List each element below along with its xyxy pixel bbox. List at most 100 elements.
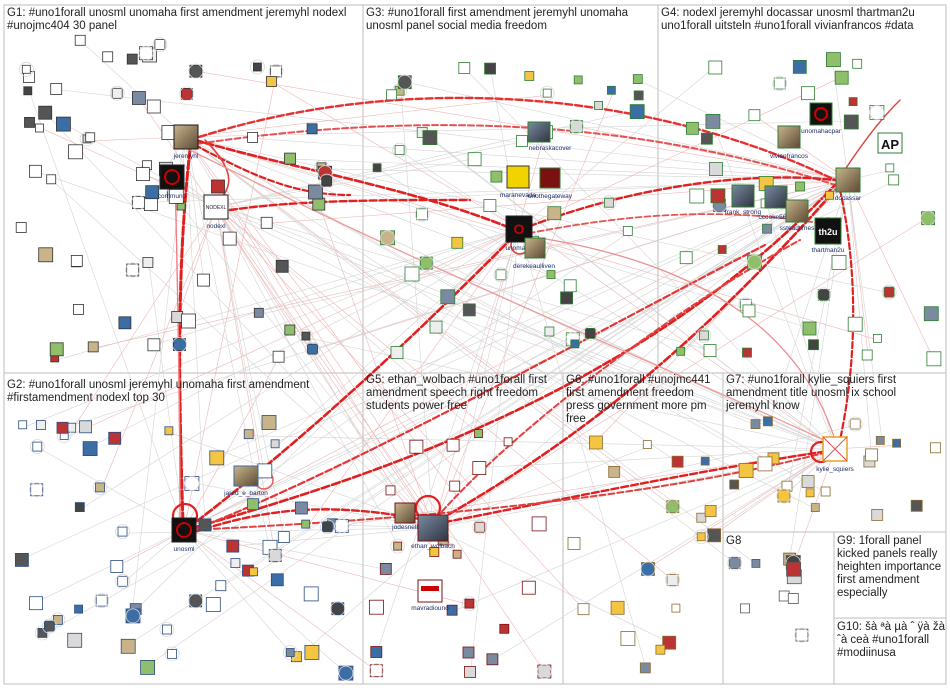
node-communo[interactable]: communo bbox=[158, 164, 187, 200]
node-thartman2u[interactable]: th2u thartman2u bbox=[812, 217, 845, 254]
node-thumbnail bbox=[74, 604, 83, 614]
node-thumbnail bbox=[15, 222, 27, 233]
edge-line bbox=[378, 169, 836, 450]
edge-line bbox=[518, 228, 647, 669]
node-thumbnail bbox=[393, 541, 403, 551]
edge-line bbox=[142, 173, 836, 450]
group-boxes bbox=[3, 4, 947, 685]
node-thumbnail bbox=[270, 573, 284, 587]
node-thumbnail bbox=[773, 77, 786, 90]
node-thumbnail bbox=[277, 531, 290, 543]
node-thumbnail bbox=[589, 435, 603, 450]
node-thumbnail bbox=[451, 236, 464, 249]
node-unomahacpar[interactable]: unomahacpar bbox=[801, 102, 842, 135]
node-thumbnail bbox=[189, 64, 203, 78]
edge-line bbox=[432, 131, 546, 529]
node-thumbnail bbox=[873, 333, 882, 343]
node-thumbnail bbox=[56, 421, 69, 434]
node-thumbnail bbox=[923, 306, 939, 322]
node-thumbnail bbox=[446, 438, 460, 452]
node-thumbnail bbox=[85, 132, 96, 143]
node-thumbnail bbox=[474, 429, 483, 439]
node-kylie-squiers[interactable]: kylie_squiers bbox=[816, 436, 855, 473]
node-thumbnail bbox=[570, 120, 583, 133]
svg-text:O: O bbox=[514, 221, 525, 237]
node-jeremyhl[interactable]: jeremyhl bbox=[173, 124, 199, 160]
node-thumbnail bbox=[484, 62, 497, 75]
node-thumbnail bbox=[704, 505, 717, 517]
node-thumbnail bbox=[486, 653, 499, 666]
node-thumbnail bbox=[108, 431, 122, 445]
node-thumbnail bbox=[172, 338, 186, 352]
edge-line bbox=[62, 179, 849, 429]
node-docassar[interactable]: docassar bbox=[835, 167, 862, 202]
edge-line bbox=[250, 435, 836, 450]
edge-line bbox=[711, 120, 836, 450]
node-loop bbox=[92, 479, 108, 495]
edge-line bbox=[215, 206, 276, 556]
node-loop bbox=[414, 206, 430, 222]
node-ccooke5685[interactable]: ccooke5685 bbox=[758, 185, 794, 221]
node-thumbnail bbox=[120, 638, 136, 654]
node-loop bbox=[640, 561, 656, 577]
edge-line bbox=[215, 206, 400, 549]
svg-text:frank_strong: frank_strong bbox=[725, 209, 762, 216]
svg-text:AP: AP bbox=[881, 137, 899, 152]
edge-line bbox=[185, 94, 550, 138]
node-thumbnail bbox=[742, 347, 752, 358]
svg-text:unothegateway: unothegateway bbox=[528, 193, 573, 200]
edge-ethan-docassar bbox=[428, 188, 837, 527]
node-thumbnail bbox=[29, 596, 43, 611]
node-ssteadtimes[interactable]: ssteadtimes bbox=[780, 199, 815, 232]
node-frank-strong[interactable]: frank_strong bbox=[725, 184, 762, 216]
node-thumbnail bbox=[521, 580, 536, 595]
node-thumbnail bbox=[729, 479, 740, 490]
edge-line bbox=[215, 206, 481, 436]
key-nodes: jeremyhl communo NODEXL nodexl unosml ja… bbox=[158, 102, 903, 612]
node-thumbnail bbox=[499, 623, 510, 634]
node-thumbnail bbox=[301, 519, 311, 529]
node-mavradiouno[interactable]: mavradiouno bbox=[411, 579, 449, 612]
node-loop bbox=[171, 337, 187, 353]
node-derekeaulliven[interactable]: derekeaulliven bbox=[513, 237, 555, 270]
node-thumbnail bbox=[639, 662, 651, 674]
node-thumbnail bbox=[676, 346, 686, 356]
edge-jeremyhl-docassar bbox=[188, 96, 837, 182]
node-thumbnail bbox=[462, 646, 475, 659]
node-vivianfrancos[interactable]: vivianfrancos bbox=[770, 125, 809, 160]
node-thumbnail bbox=[666, 500, 680, 514]
node-nebraskacover[interactable]: nebraskacover bbox=[527, 121, 572, 152]
edge-communo-unosml bbox=[174, 174, 181, 521]
node-thumbnail bbox=[740, 603, 750, 614]
edge-jeremyhl-unomaha bbox=[193, 138, 517, 232]
edge-line bbox=[185, 136, 828, 494]
edge-line bbox=[328, 179, 849, 529]
node-thumbnail bbox=[610, 600, 625, 615]
node-thumbnail bbox=[140, 660, 156, 675]
edge-docassar-kylie bbox=[838, 188, 855, 442]
node-thumbnail bbox=[285, 648, 295, 657]
node-loop bbox=[747, 254, 762, 270]
node-nodexl[interactable]: NODEXL nodexl bbox=[203, 194, 229, 230]
node-unothegateway[interactable]: unothegateway bbox=[528, 167, 573, 200]
node-thumbnail bbox=[705, 114, 721, 129]
edge-line bbox=[400, 151, 520, 230]
node-thumbnail bbox=[738, 463, 754, 479]
node-thumbnail bbox=[372, 163, 382, 173]
node-loop bbox=[537, 664, 552, 679]
node-thumbnail bbox=[801, 475, 815, 488]
node-jodesnell[interactable]: jodesnell bbox=[391, 502, 418, 531]
node-maranevada[interactable]: maranevada bbox=[500, 165, 537, 199]
node-thumbnail bbox=[230, 558, 241, 568]
node-unosml[interactable]: unosml bbox=[171, 517, 197, 553]
group-box-g9 bbox=[833, 531, 947, 619]
edge-line bbox=[215, 206, 292, 332]
edge-jeremyhl-kylie bbox=[189, 149, 836, 446]
node-ethan-wolbach[interactable]: ethan_wolbach bbox=[411, 514, 455, 550]
node-jared-e-barton[interactable]: jared_e_barton bbox=[223, 465, 268, 497]
node-thumbnail bbox=[36, 420, 46, 431]
node-thumbnail bbox=[703, 344, 717, 358]
node-thumbnail bbox=[490, 170, 503, 183]
node-thumbnail bbox=[861, 349, 873, 361]
node-loop bbox=[601, 195, 617, 211]
